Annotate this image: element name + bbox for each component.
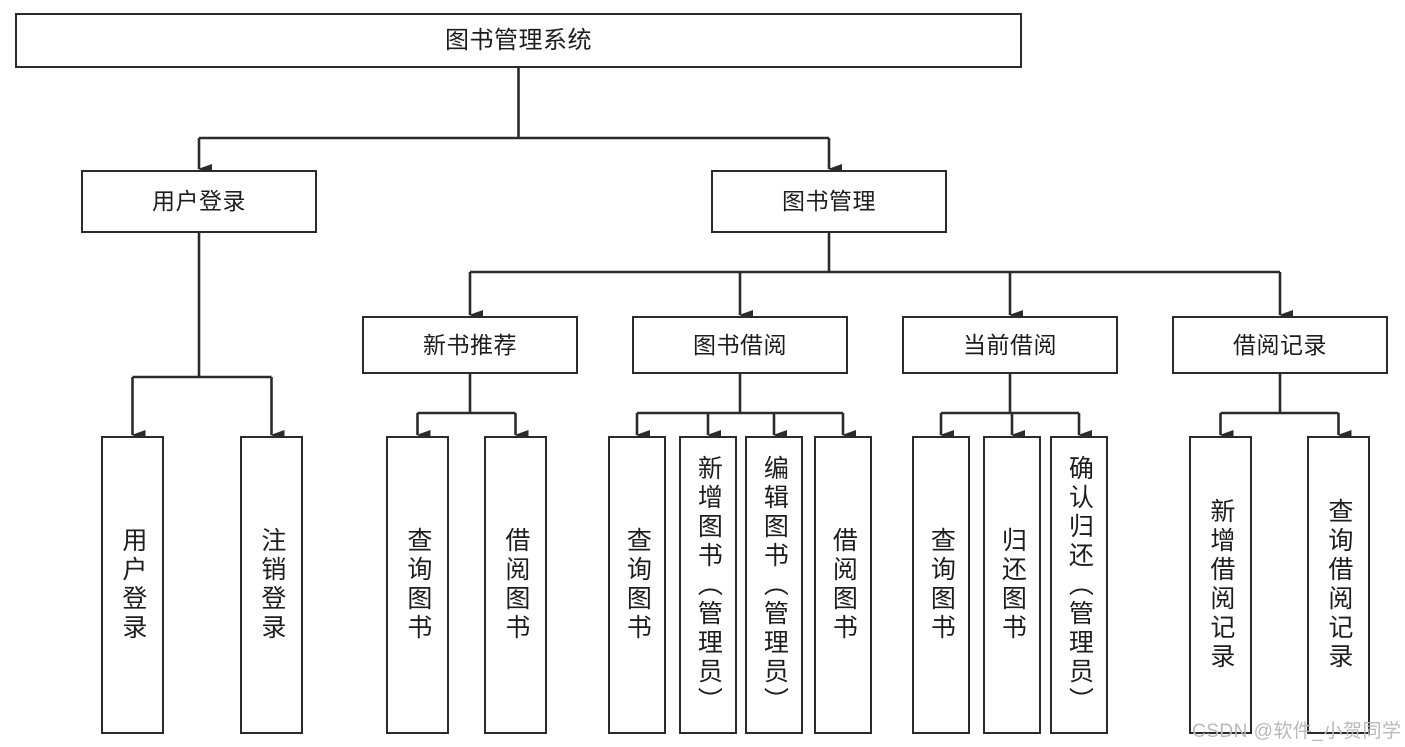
node-leaf-user-login[interactable]: 用户登录	[101, 436, 164, 734]
node-leaf-query-book-3-label: 查询图书	[927, 527, 956, 643]
node-leaf-borrow-book-1-label: 借阅图书	[501, 527, 530, 643]
node-leaf-add-record-label: 新增借阅记录	[1206, 498, 1235, 672]
node-book-borrow[interactable]: 图书借阅	[632, 316, 848, 374]
node-leaf-add-record[interactable]: 新增借阅记录	[1189, 436, 1252, 734]
node-leaf-query-record[interactable]: 查询借阅记录	[1307, 436, 1370, 734]
node-leaf-user-logout-label: 注销登录	[257, 527, 286, 643]
node-book-manage-label: 图书管理	[782, 188, 876, 215]
node-leaf-edit-book[interactable]: 编辑图书（管理员）	[745, 436, 803, 734]
node-leaf-confirm-return-label: 确认归还（管理员）	[1065, 454, 1094, 716]
node-book-manage[interactable]: 图书管理	[711, 170, 947, 233]
node-leaf-query-book-3[interactable]: 查询图书	[912, 436, 970, 734]
node-leaf-borrow-book-2-label: 借阅图书	[829, 527, 858, 643]
node-leaf-query-book-1-label: 查询图书	[403, 527, 432, 643]
csdn-watermark: CSDN @软件_小贺同学	[1192, 721, 1402, 742]
node-user-login[interactable]: 用户登录	[81, 170, 317, 233]
node-user-login-label: 用户登录	[152, 188, 246, 215]
node-leaf-add-book-label: 新增图书（管理员）	[694, 454, 723, 716]
node-book-borrow-label: 图书借阅	[693, 331, 787, 358]
node-leaf-borrow-book-2[interactable]: 借阅图书	[814, 436, 872, 734]
node-current-borrow-label: 当前借阅	[963, 331, 1057, 358]
node-borrow-record[interactable]: 借阅记录	[1172, 316, 1388, 374]
node-leaf-borrow-book-1[interactable]: 借阅图书	[484, 436, 547, 734]
node-leaf-user-logout[interactable]: 注销登录	[240, 436, 303, 734]
node-new-book-recommend[interactable]: 新书推荐	[362, 316, 578, 374]
node-leaf-query-record-label: 查询借阅记录	[1324, 498, 1353, 672]
node-borrow-record-label: 借阅记录	[1233, 331, 1327, 358]
node-leaf-query-book-1[interactable]: 查询图书	[386, 436, 449, 734]
node-leaf-add-book[interactable]: 新增图书（管理员）	[679, 436, 737, 734]
node-root[interactable]: 图书管理系统	[15, 13, 1022, 68]
node-leaf-edit-book-label: 编辑图书（管理员）	[760, 454, 789, 716]
node-leaf-return-book-label: 归还图书	[998, 527, 1027, 643]
node-current-borrow[interactable]: 当前借阅	[902, 316, 1118, 374]
node-leaf-user-login-label: 用户登录	[118, 527, 147, 643]
node-leaf-query-book-2-label: 查询图书	[623, 527, 652, 643]
node-leaf-confirm-return[interactable]: 确认归还（管理员）	[1050, 436, 1108, 734]
node-leaf-query-book-2[interactable]: 查询图书	[608, 436, 666, 734]
node-leaf-return-book[interactable]: 归还图书	[983, 436, 1041, 734]
node-new-book-recommend-label: 新书推荐	[423, 331, 517, 358]
node-root-label: 图书管理系统	[445, 26, 592, 54]
